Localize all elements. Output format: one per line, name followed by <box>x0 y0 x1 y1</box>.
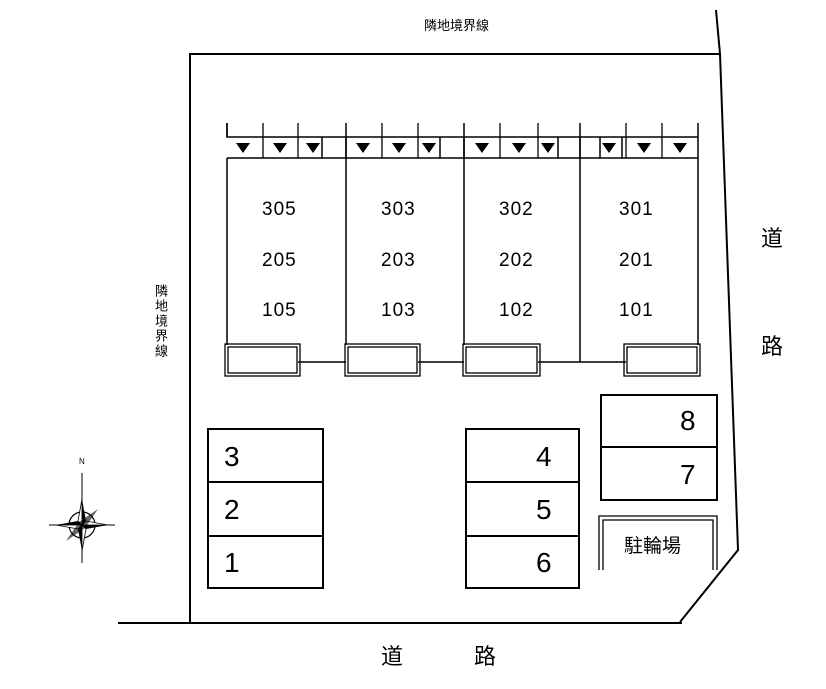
parking-right-block <box>600 394 718 501</box>
parking-space-number: 3 <box>224 441 240 472</box>
parking-space-number: 2 <box>224 494 240 525</box>
entrance-arrows <box>236 143 687 153</box>
right-road-label-char-1: 道 <box>761 227 784 252</box>
parking-space-number: 1 <box>224 547 240 578</box>
unit-label: 301 <box>619 199 654 220</box>
compass-north-label: N <box>79 457 85 466</box>
unit-label: 201 <box>619 250 654 271</box>
parking-space-number: 6 <box>536 547 552 578</box>
bottom-road-label-char-2: 路 <box>474 645 497 670</box>
left-boundary-label: 隣地境界線 <box>152 284 167 359</box>
parking-space-number: 8 <box>680 405 696 436</box>
unit-label: 205 <box>262 250 297 271</box>
unit-label: 103 <box>381 300 416 321</box>
unit-label: 202 <box>499 250 534 271</box>
unit-label: 203 <box>381 250 416 271</box>
right-road-label-char-2: 路 <box>761 335 784 360</box>
parking-space-number: 7 <box>680 459 696 490</box>
bottom-road-label-char-1: 道 <box>381 645 404 670</box>
bicycle-parking-label: 駐輪場 <box>624 535 682 557</box>
unit-label: 105 <box>262 300 297 321</box>
parking-left-block <box>207 428 324 589</box>
entrance-markers <box>262 123 663 158</box>
unit-label: 101 <box>619 300 654 321</box>
bicycle-parking-outline <box>598 515 718 570</box>
top-boundary-label: 隣地境界線 <box>424 19 490 34</box>
parking-space-number: 4 <box>536 441 552 472</box>
unit-label: 302 <box>499 199 534 220</box>
unit-label: 102 <box>499 300 534 321</box>
parking-middle-block <box>465 428 580 589</box>
compass-rose-icon <box>49 473 115 563</box>
property-boundary <box>118 9 740 624</box>
unit-label: 305 <box>262 199 297 220</box>
balconies <box>224 343 701 377</box>
unit-label: 303 <box>381 199 416 220</box>
building-outlines <box>226 123 699 363</box>
parking-space-number: 5 <box>536 494 552 525</box>
